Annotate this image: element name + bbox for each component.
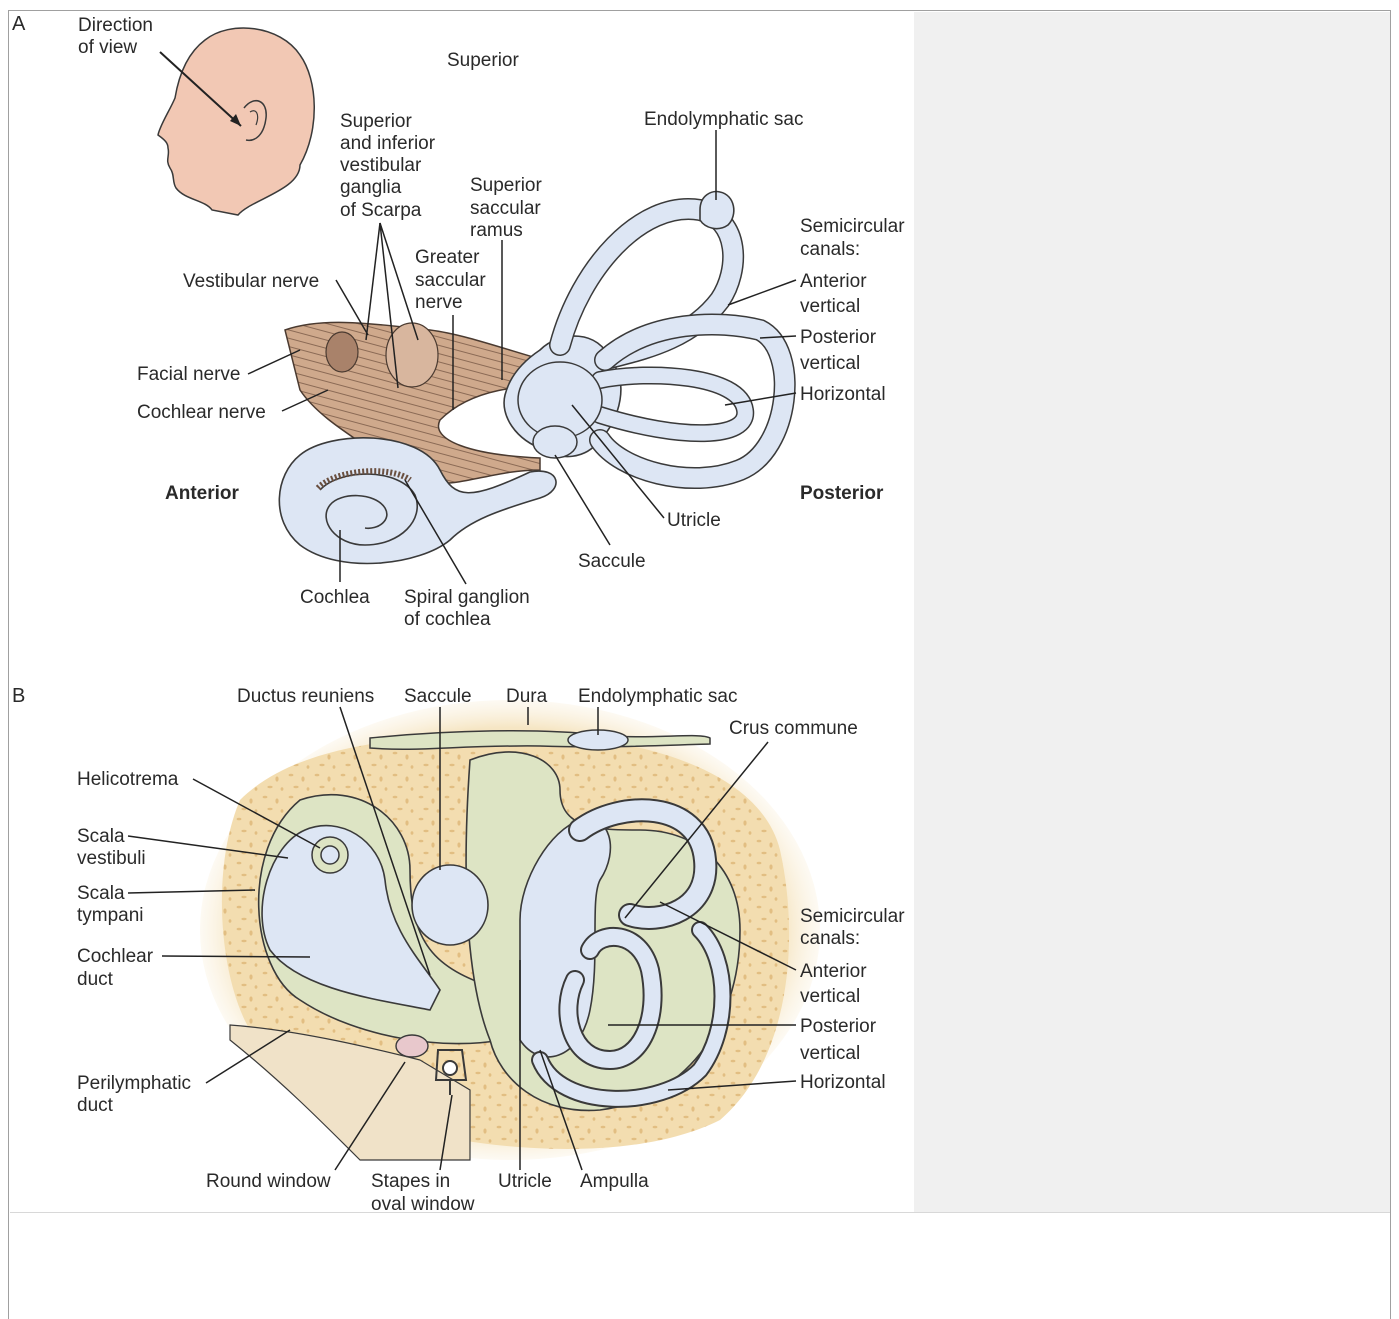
saccule-b — [412, 865, 488, 945]
label-utricle-a: Utricle — [667, 510, 721, 531]
label-endolymphatic-sac-a: Endolymphatic sac — [644, 109, 803, 130]
label-semicircular-a-2: canals: — [800, 239, 860, 260]
label-saccular-ramus-1: Superior — [470, 175, 542, 196]
label-semicircular-a-1: Semicircular — [800, 216, 905, 237]
label-semicircular-b-1: Semicircular — [800, 906, 905, 927]
panel-a-letter: A — [12, 13, 26, 35]
label-scala-vestibuli-1: Scala — [77, 826, 125, 847]
label-cochlear-duct-2: duct — [77, 969, 114, 990]
label-ductus-reuniens: Ductus reuniens — [237, 686, 374, 707]
label-posterior-vertical-a-2: vertical — [800, 353, 860, 374]
label-cochlea-a: Cochlea — [300, 587, 370, 608]
label-endolymphatic-sac-b: Endolymphatic sac — [578, 686, 737, 707]
label-saccule-a: Saccule — [578, 551, 646, 572]
label-anterior-vertical-b-2: vertical — [800, 986, 860, 1007]
label-horizontal-a: Horizontal — [800, 384, 886, 405]
label-cochlear-duct-1: Cochlear — [77, 946, 154, 967]
facial-nerve-section — [326, 332, 358, 372]
label-utricle-b: Utricle — [498, 1171, 552, 1192]
label-scarpa-3: vestibular — [340, 155, 422, 176]
label-perilymphatic-duct-1: Perilymphatic — [77, 1073, 191, 1094]
label-scala-tympani-1: Scala — [77, 883, 125, 904]
label-stapes-2: oval window — [371, 1194, 475, 1215]
label-scarpa-5: of Scarpa — [340, 200, 422, 221]
label-posterior: Posterior — [800, 483, 884, 504]
label-scarpa-1: Superior — [340, 111, 412, 132]
label-ampulla: Ampulla — [580, 1171, 649, 1192]
label-saccular-ramus-3: ramus — [470, 220, 523, 241]
label-vestibular-nerve: Vestibular nerve — [183, 271, 319, 292]
label-helicotrema: Helicotrema — [77, 769, 179, 790]
head-illustration — [158, 28, 314, 215]
panel-b: B — [12, 685, 905, 1215]
label-scala-vestibuli-2: vestibuli — [77, 848, 146, 869]
panel-b-letter: B — [12, 685, 25, 707]
label-anterior-vertical-a-1: Anterior — [800, 271, 867, 292]
label-facial-nerve: Facial nerve — [137, 364, 241, 385]
label-round-window: Round window — [206, 1171, 331, 1192]
label-perilymphatic-duct-2: duct — [77, 1095, 114, 1116]
label-scarpa-2: and inferior — [340, 133, 436, 154]
label-direction-1: Direction — [78, 15, 153, 36]
label-greater-saccular-1: Greater — [415, 247, 480, 268]
label-greater-saccular-2: saccular — [415, 270, 486, 291]
label-spiral-ganglion-1: Spiral ganglion — [404, 587, 530, 608]
panel-a: A — [12, 13, 905, 630]
label-crus-commune: Crus commune — [729, 718, 858, 739]
round-window-b — [396, 1035, 428, 1057]
label-posterior-vertical-b-1: Posterior — [800, 1016, 877, 1037]
labyrinth-a — [504, 192, 785, 478]
label-direction-2: of view — [78, 37, 137, 58]
label-dura: Dura — [506, 686, 548, 707]
label-superior: Superior — [447, 50, 519, 71]
label-semicircular-b-2: canals: — [800, 928, 860, 949]
label-scarpa-4: ganglia — [340, 177, 402, 198]
label-posterior-vertical-a-1: Posterior — [800, 327, 877, 348]
endolymphatic-sac-a — [700, 192, 734, 229]
label-horizontal-b: Horizontal — [800, 1072, 886, 1093]
label-posterior-vertical-b-2: vertical — [800, 1043, 860, 1064]
label-cochlear-nerve: Cochlear nerve — [137, 402, 266, 423]
label-anterior-vertical-a-2: vertical — [800, 296, 860, 317]
saccule-a — [533, 426, 577, 458]
label-saccule-b: Saccule — [404, 686, 472, 707]
label-stapes-1: Stapes in — [371, 1171, 450, 1192]
label-greater-saccular-3: nerve — [415, 292, 463, 313]
label-scala-tympani-2: tympani — [77, 905, 144, 926]
label-saccular-ramus-2: saccular — [470, 198, 541, 219]
label-anterior: Anterior — [165, 483, 240, 504]
label-anterior-vertical-b-1: Anterior — [800, 961, 867, 982]
label-spiral-ganglion-2: of cochlea — [404, 609, 491, 630]
